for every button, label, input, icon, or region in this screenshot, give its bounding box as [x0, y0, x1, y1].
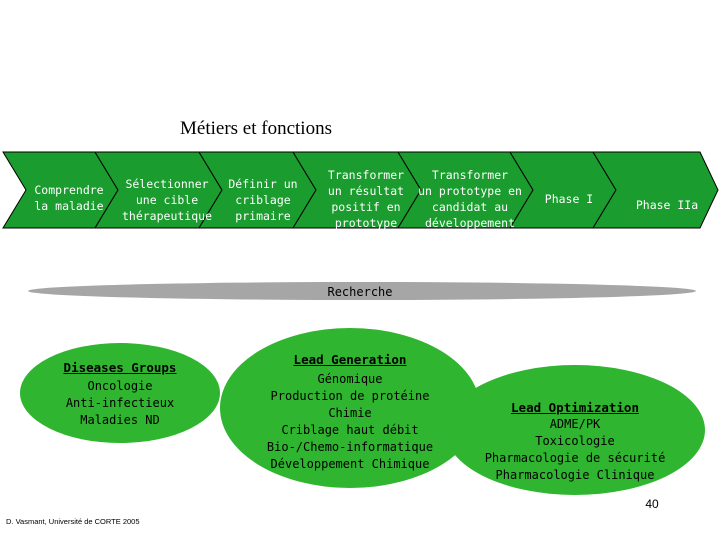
bubble-lines-diseases-groups: Oncologie Anti-infectieux Maladies ND: [30, 378, 210, 429]
step-label-7: Phase IIa: [635, 198, 699, 212]
bubble-heading-lead-generation: Lead Generation: [293, 352, 407, 367]
list-item: ADME/PK: [549, 417, 601, 431]
step-label-2: Sélectionner une cible thérapeutique: [121, 177, 212, 223]
recherche-bar: [28, 282, 696, 300]
list-item: Toxicologie: [535, 434, 615, 448]
step-label-3: Définir un criblage primaire: [228, 177, 298, 223]
slide-title: Métiers et fonctions: [180, 118, 332, 139]
recherche-label: Recherche: [327, 285, 393, 299]
list-item: Développement Chimique: [270, 457, 430, 471]
list-item: Génomique: [317, 372, 383, 386]
page-number: 40: [645, 497, 659, 511]
bubble-lead-generation: [220, 328, 480, 488]
bubble-lines-lead-generation: Génomique Production de protéine Chimie …: [240, 371, 460, 473]
bubble-diseases-groups: [20, 343, 220, 443]
step-label-6: Phase I: [544, 192, 594, 206]
list-item: Pharmacologie Clinique: [495, 468, 655, 482]
list-item: Maladies ND: [80, 413, 160, 427]
list-item: Criblage haut débit: [281, 423, 419, 437]
list-item: Production de protéine: [270, 389, 430, 403]
list-item: Bio-/Chemo-informatique: [266, 440, 434, 454]
chevron-step-7: [592, 151, 719, 229]
list-item: Chimie: [328, 406, 372, 420]
step-label-1: Comprendre la maladie: [34, 183, 104, 213]
step-label-4: Transformer un résultat positif en proto…: [327, 168, 405, 230]
list-item: Pharmacologie de sécurité: [484, 451, 666, 465]
bubble-heading-diseases-groups: Diseases Groups: [63, 360, 177, 375]
bubble-lines-lead-optimization: ADME/PK Toxicologie Pharmacologie de séc…: [465, 416, 685, 484]
list-item: Anti-infectieux: [65, 396, 175, 410]
bubble-heading-lead-optimization: Lead Optimization: [511, 400, 639, 415]
footer-credit: D. Vasmant, Université de CORTE 2005: [6, 517, 140, 526]
bubble-lead-optimization: [445, 365, 705, 495]
list-item: Oncologie: [87, 379, 153, 393]
step-label-5: Transformer un prototype en candidat au …: [418, 168, 522, 230]
chevron-row: [2, 151, 719, 229]
